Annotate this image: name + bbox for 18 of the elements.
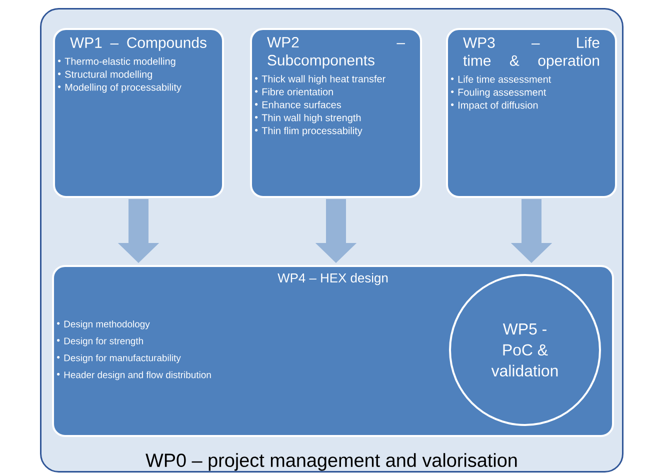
list-item: Thin wall high strength xyxy=(255,114,361,124)
list-item: Design for strength xyxy=(57,337,143,346)
list-item: Design for manufacturability xyxy=(57,354,181,364)
list-item: Thick wall high heat transfer xyxy=(255,75,386,84)
list-item: Modelling of processability xyxy=(58,83,182,93)
list-item: Life time assessment xyxy=(451,76,552,83)
work-package-box: WP2 – Subcomponents Thick wall high heat transfer Fibre orientation Enhance surfaces Thin wall high strength Thin flim processability xyxy=(250,28,422,198)
list-item: Impact of diffusion xyxy=(451,101,538,111)
list-item: Enhance surfaces xyxy=(255,101,341,108)
work-package-box: WP3 – Life time & operation Life time assessment Fouling assessment Impact of diffusion xyxy=(446,28,617,198)
list-item: Header design and flow distribution xyxy=(57,371,211,380)
list-item: Thermo-elastic modelling xyxy=(58,58,176,67)
list-item: Fouling assessment xyxy=(451,88,546,98)
list-item: Design methodology xyxy=(57,320,150,330)
list-item: Structural modelling xyxy=(58,70,152,80)
list-item: Thin flim processability xyxy=(255,126,362,136)
list-item: Fibre orientation xyxy=(255,88,333,96)
work-package-box: WP1 – Compounds Thermo-elastic modelling Structural modelling Modelling of processability xyxy=(53,28,224,198)
